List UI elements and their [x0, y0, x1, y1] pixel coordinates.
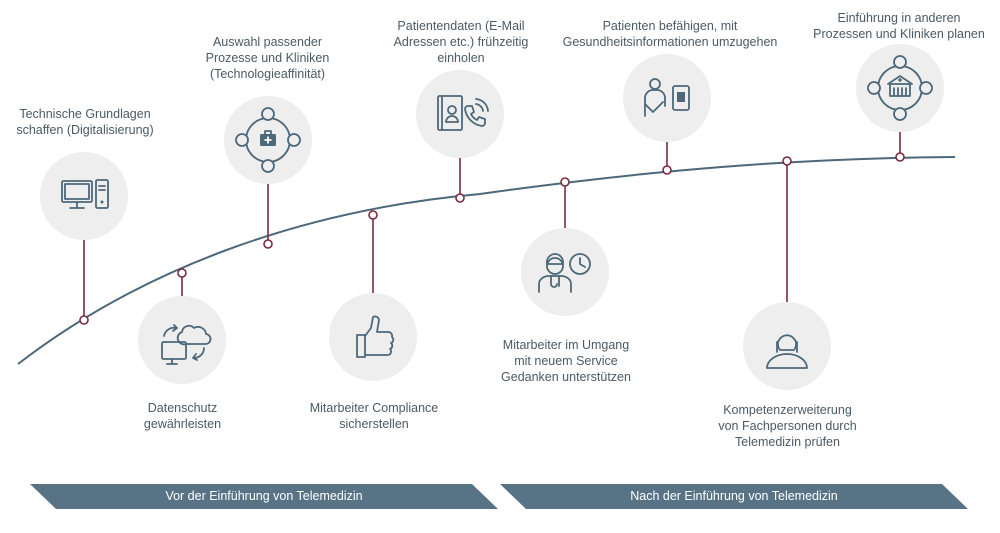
milestone-dot-6 — [560, 177, 570, 187]
icon-circle-7 — [623, 54, 711, 142]
milestone-dot-9 — [895, 152, 905, 162]
process-hospital-icon — [867, 55, 933, 121]
banner-after-label: Nach der Einführung von Telemedizin — [630, 489, 838, 503]
icon-circle-6 — [521, 228, 609, 316]
icon-circle-2 — [138, 296, 226, 384]
milestone-dot-5 — [455, 193, 465, 203]
icon-circle-5 — [416, 70, 504, 158]
milestone-dot-3 — [263, 239, 273, 249]
icon-circle-1 — [40, 152, 128, 240]
timeline-curve — [17, 156, 956, 365]
icon-circle-4 — [329, 293, 417, 381]
cloud-sync-icon — [161, 324, 212, 365]
milestone-dot-2 — [177, 268, 187, 278]
milestone-dot-7 — [662, 165, 672, 175]
icon-circle-8 — [743, 302, 831, 390]
person-female-icon — [766, 334, 808, 369]
banner-after — [500, 484, 968, 509]
milestone-dot-4 — [368, 210, 378, 220]
process-medical-case-icon — [235, 107, 301, 173]
milestone-dot-1 — [79, 315, 89, 325]
banner-before — [30, 484, 498, 509]
doctor-clock-icon — [538, 253, 591, 293]
computer-icon — [61, 179, 109, 209]
patient-tablet-icon — [644, 78, 690, 117]
contact-book-phone-icon — [437, 95, 489, 131]
banner-before-label: Vor der Einführung von Telemedizin — [165, 489, 363, 503]
thumbs-up-icon — [356, 315, 395, 358]
icon-circle-9 — [856, 44, 944, 132]
milestone-dot-8 — [782, 156, 792, 166]
